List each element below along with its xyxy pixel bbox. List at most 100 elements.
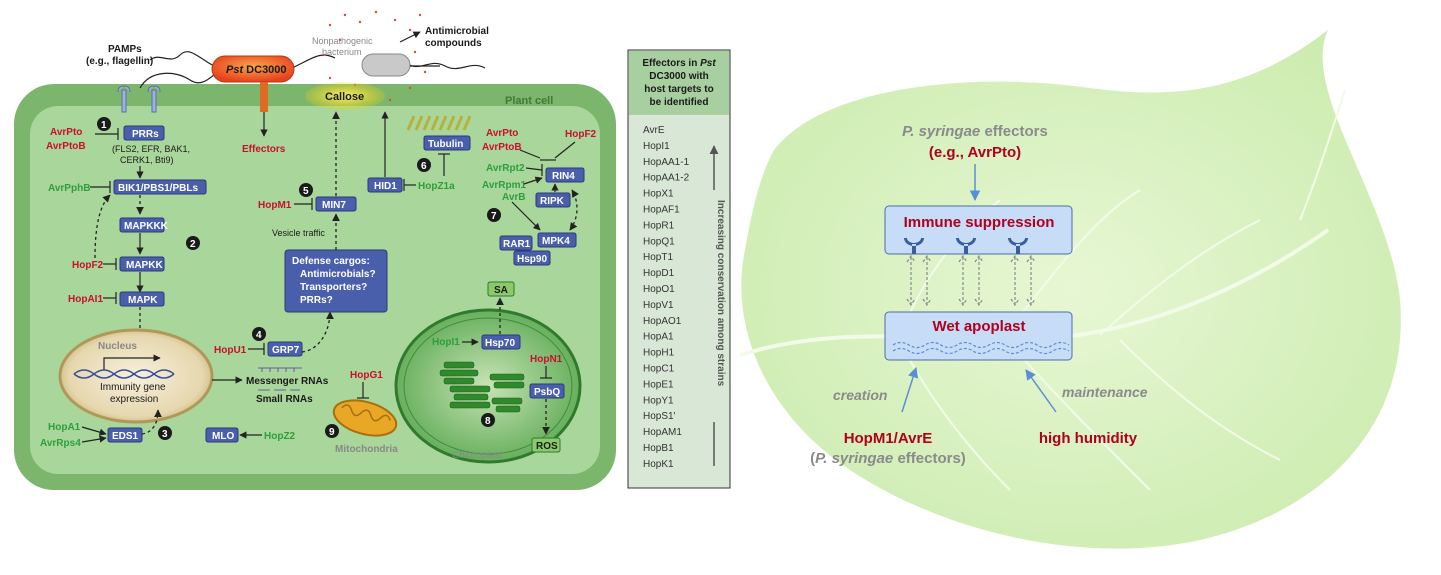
step-9-badge [325,424,339,438]
eds1-label: EDS1 [112,431,139,442]
psyringae-effectors-label: P. syringae effectors [902,123,1048,140]
plant-cell-label: Plant cell [505,95,553,107]
avrrps4-label: AvrRps4 [40,438,81,449]
effector-header-line-1: Effectors in Pst [642,58,716,69]
mrna-strands-icon [258,367,302,372]
effector-list-item: HopD1 [643,268,675,279]
step-8-number: 8 [485,416,491,427]
effector-list-item: HopAA1-2 [643,173,690,184]
hid1-box [367,177,403,193]
prr-receptor-icon [117,85,161,113]
callose-label: Callose [325,91,364,103]
leaf-shape [741,30,1401,549]
pst-flagellum-right [291,54,336,69]
ros-box [531,437,561,453]
receptor-icon-1 [904,238,924,254]
effector-header-line-4: be identified [650,97,709,108]
avrpto-label: AvrPto [50,127,82,138]
effector-list-item: HopH1 [643,348,675,359]
avrptob-right-label: AvrPtoB [482,142,522,153]
step-3-badge [158,426,172,440]
thylakoid-stacks-icon [439,361,525,413]
effector-list-item: HopT1 [643,252,673,263]
hsp90-box [513,250,551,266]
mrna-label: Messenger RNAs [246,376,329,387]
pamps-sub-label: (e.g., flagellin) [86,56,153,67]
nucleus-label: Nucleus [98,341,137,352]
effector-list-item: HopAA1-1 [643,157,690,168]
effector-list-item: HopV1 [643,300,674,311]
effector-list-item: HopAF1 [643,205,680,216]
psbq-label: PsbQ [534,387,560,398]
pamps-label: PAMPs [108,44,142,55]
effector-list-item: HopS1' [643,411,676,422]
tubulin-box [423,135,471,151]
vesicle-label: Vesicle traffic [272,228,325,238]
step-2-number: 2 [190,239,196,250]
maintenance-label: maintenance [1062,384,1148,400]
mapk-box [119,291,165,307]
effector-list-item: HopAM1 [643,427,682,438]
mlo-label: MLO [212,431,234,442]
mapkkk-box [119,217,165,233]
bidirectional-arrows [906,254,1036,307]
chloroplast-label: Chloroplast [452,450,503,461]
immunity-label-1: Immunity gene [100,382,166,393]
callose-deposit [305,82,385,110]
immune-suppression-label: Immune suppression [904,214,1055,231]
creation-arrow [901,366,919,413]
antimicrobial-arrow [399,31,421,43]
hopz1a-label: HopZ1a [418,181,455,192]
pst-bacterium-icon [211,55,295,83]
step-7-number: 7 [491,211,497,222]
avrb-label: AvrB [502,192,526,203]
eds1-box [107,427,143,443]
nonpath-label-1: Nonpathogenic [312,36,373,46]
cargo-line-1: Defense cargos: [292,256,370,267]
dna-helix-icon [73,369,175,379]
effector-panel-header-bg [629,51,729,115]
mapkk-label: MAPKK [126,260,163,271]
rar1-box [499,235,533,251]
cargo-line-4: PRRs? [300,295,333,306]
hsp70-box [481,334,521,350]
eg-avrpto-label: (e.g., AvrPto) [929,144,1021,161]
hopa1-label: HopA1 [48,422,81,433]
grp7-box [267,341,303,357]
step-1-number: 1 [101,120,107,131]
hopg1-label: HopG1 [350,370,383,381]
sa-label: SA [494,285,508,296]
step-5-badge [299,183,313,197]
wet-apoplast-label: Wet apoplast [932,318,1025,335]
hopa1-to-eds1 [81,426,107,436]
hsp90-label: Hsp90 [517,254,547,265]
plant-cell-panel: Plant cell PAMPs (e.g., flagellin) Pst D… [14,10,616,490]
high-humidity-label: high humidity [1039,430,1138,447]
tubulin-label: Tubulin [428,139,463,150]
rar1-label: RAR1 [503,239,531,250]
nonpathogenic-bacterium-icon [361,53,411,77]
step-6-badge [417,158,431,172]
avrrpt2-inhibit-line [525,167,543,171]
effector-list-item: HopQ1 [643,236,675,247]
creation-label: creation [833,387,887,403]
avrrpm1-to-rin4 [523,176,543,185]
ros-label: ROS [536,441,558,452]
prrs-box [123,125,165,141]
prrs-sub-1: (FLS2, EFR, BAK1, [112,144,190,154]
receptor-icon-2 [956,238,976,254]
step-2-badge [186,236,200,250]
step-3-number: 3 [162,429,168,440]
secretion-system [260,82,268,112]
avrrps4-to-eds1 [81,435,107,443]
effector-list-panel: Effectors in Pst DC3000 with host target… [627,49,731,489]
water-wave-icon-2 [892,347,1070,355]
chloroplast-inner [403,317,573,455]
hopu1-label: HopU1 [214,345,247,356]
prrs-sub-2: CERK1, Bti9) [120,155,174,165]
avrptob-label: AvrPtoB [46,141,86,152]
effector-list-item: HopB1 [643,443,674,454]
antimicrobial-label-1: Antimicrobial [425,26,489,37]
hopn1-label: HopN1 [530,354,563,365]
